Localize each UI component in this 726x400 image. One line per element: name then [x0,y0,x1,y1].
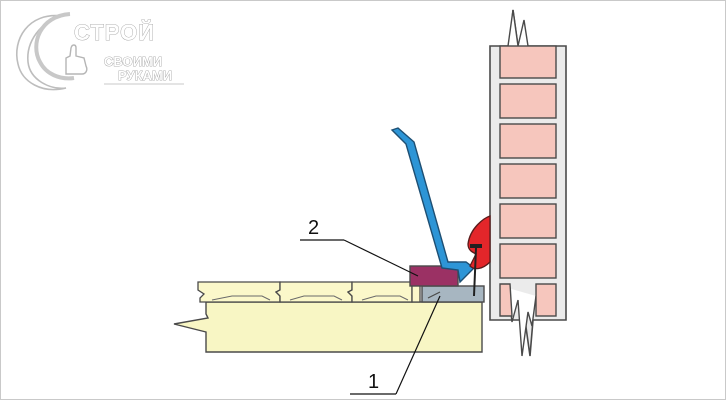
blue-plinth [390,127,476,284]
floor-joist [173,301,483,353]
nail-shaft [473,247,477,297]
red-clip [467,215,491,270]
support-strip-detail [427,291,441,299]
callout-2: 2 [300,217,419,277]
logo-swirl-icon [16,14,67,91]
joist-body [173,301,483,353]
board-grooves [211,295,409,301]
watermark-logo: СТРОЙ СВОИМИ РУКАМИ [16,12,184,91]
wall-break-bottom [507,287,537,357]
floorboards [197,281,421,303]
purple-insert [409,265,459,287]
nail-head-icon [470,244,482,248]
brick [499,45,557,79]
logo-thumb-icon [65,44,88,75]
brick [499,283,513,317]
brick [499,203,557,239]
brick [499,243,557,279]
brick [499,123,557,159]
callout-leader [395,295,441,395]
brick [499,83,557,119]
brick [535,283,557,317]
callout-label-1: 1 [368,371,379,393]
logo-title: СТРОЙ [74,20,155,45]
brick [499,163,557,199]
logo-s-arc-icon [34,12,75,81]
logo-subtitle-1: СВОИМИ [104,54,162,69]
logo-subtitle-2: РУКАМИ [118,68,172,83]
callout-label-2: 2 [308,217,319,239]
callout-leader [343,239,419,277]
nail [470,244,482,297]
callout-1: 1 [350,295,441,395]
brick-wall [489,9,567,357]
floorboard [346,281,413,303]
